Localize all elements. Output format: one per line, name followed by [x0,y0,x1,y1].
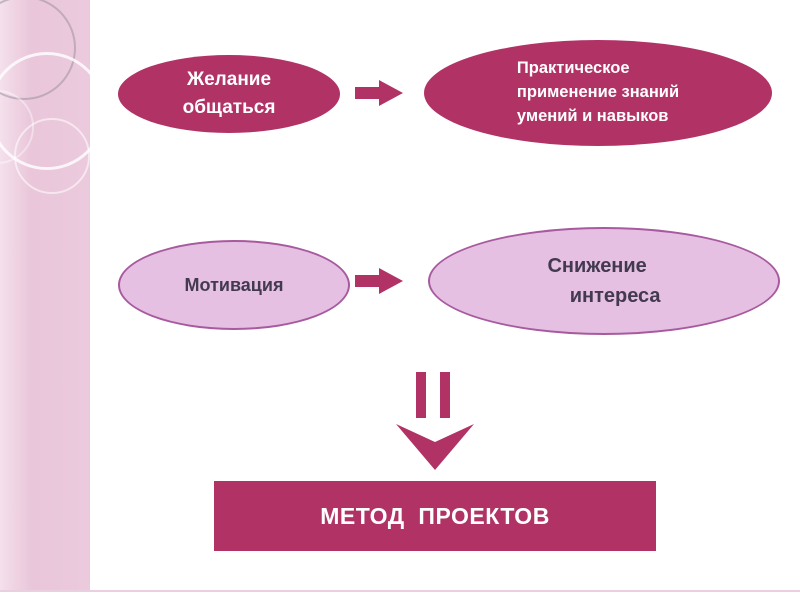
decorative-sidebar [0,0,90,592]
shape-desire-to-communicate: Желание общаться [118,55,340,133]
shape-interest-decline: Снижение интереса [428,227,780,335]
shape-method-label: МЕТОД ПРОЕКТОВ [320,502,550,529]
shape-interest-decline-label: Снижение интереса [547,255,661,307]
shape-practical-application: Практическое применение знаний умений и … [424,40,772,146]
right-arrow-icon [355,80,403,106]
right-arrow-icon [355,268,403,294]
shape-practical-application-label: Практическое применение знаний умений и … [516,59,680,125]
equals-bar-right [440,372,450,418]
slide-bottom-divider [0,590,800,592]
equals-bars-icon [416,372,450,418]
shape-motivation: Мотивация [118,240,350,330]
shape-motivation-label: Мотивация [184,274,284,295]
chevron-down-arrow-icon [396,424,474,470]
shape-method-of-projects: МЕТОД ПРОЕКТОВ [214,481,656,551]
equals-bar-left [416,372,426,418]
shape-desire-label: Желание общаться [182,68,276,119]
